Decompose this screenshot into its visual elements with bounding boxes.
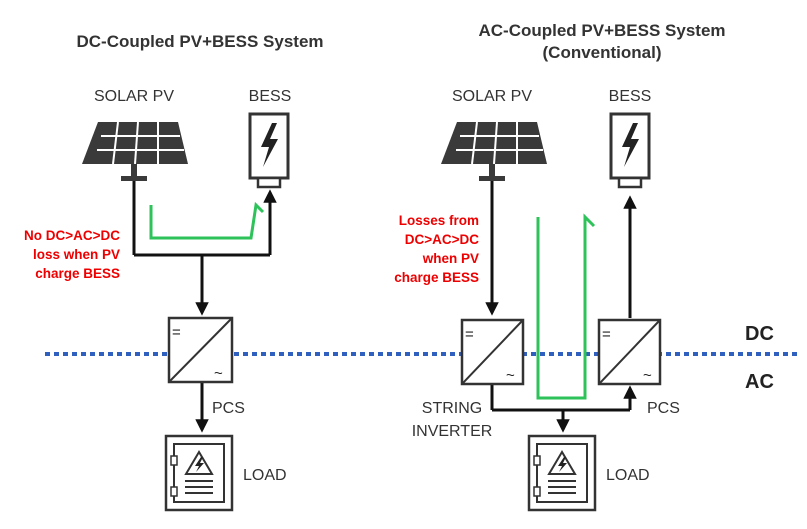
string-inverter-label-line2: INVERTER [412, 423, 493, 440]
inverter-dc-symbol: = [465, 326, 474, 343]
left-pcs-dc-symbol: = [172, 324, 181, 341]
solar-panel-icon [82, 121, 188, 181]
solar-panel-icon [441, 121, 547, 181]
right-note-line1: Losses from [399, 213, 479, 228]
right-bess-label: BESS [609, 88, 652, 105]
left-note-line3: charge BESS [35, 266, 120, 281]
converter-icon: = ~ [167, 316, 234, 384]
left-wiring [132, 181, 277, 433]
left-pcs-ac-symbol: ~ [214, 365, 223, 382]
left-pcs-label: PCS [212, 400, 245, 417]
right-load-label: LOAD [606, 467, 650, 484]
load-panel-icon [527, 434, 597, 512]
converter-icon: = ~ [597, 318, 662, 386]
left-title: DC-Coupled PV+BESS System [76, 32, 323, 51]
left-note-line1: No DC>AC>DC [24, 228, 120, 243]
right-title-line1: AC-Coupled PV+BESS System [478, 21, 725, 40]
left-note-line2: loss when PV [33, 247, 120, 262]
right-pcs-dc-symbol: = [602, 326, 611, 343]
left-load-label: LOAD [243, 467, 287, 484]
left-power-flow-line [149, 201, 265, 240]
dc-label: DC [745, 323, 774, 345]
battery-icon [609, 112, 651, 189]
right-title-line2: (Conventional) [543, 43, 662, 62]
string-inverter-label-line1: STRING [422, 400, 482, 417]
right-pcs-ac-symbol: ~ [643, 367, 652, 384]
right-wiring [485, 181, 637, 433]
converter-icon: = ~ [460, 318, 525, 386]
right-note-line2: DC>AC>DC [405, 232, 480, 247]
right-solar-label: SOLAR PV [452, 88, 532, 105]
load-panel-icon [164, 434, 234, 512]
inverter-ac-symbol: ~ [506, 367, 515, 384]
right-pcs-label: PCS [647, 400, 680, 417]
battery-icon [248, 112, 290, 189]
right-note-line4: charge BESS [394, 270, 479, 285]
left-bess-label: BESS [249, 88, 292, 105]
right-note-line3: when PV [422, 251, 479, 266]
left-solar-label: SOLAR PV [94, 88, 174, 105]
right-power-flow-line [536, 213, 596, 400]
ac-label: AC [745, 371, 774, 393]
